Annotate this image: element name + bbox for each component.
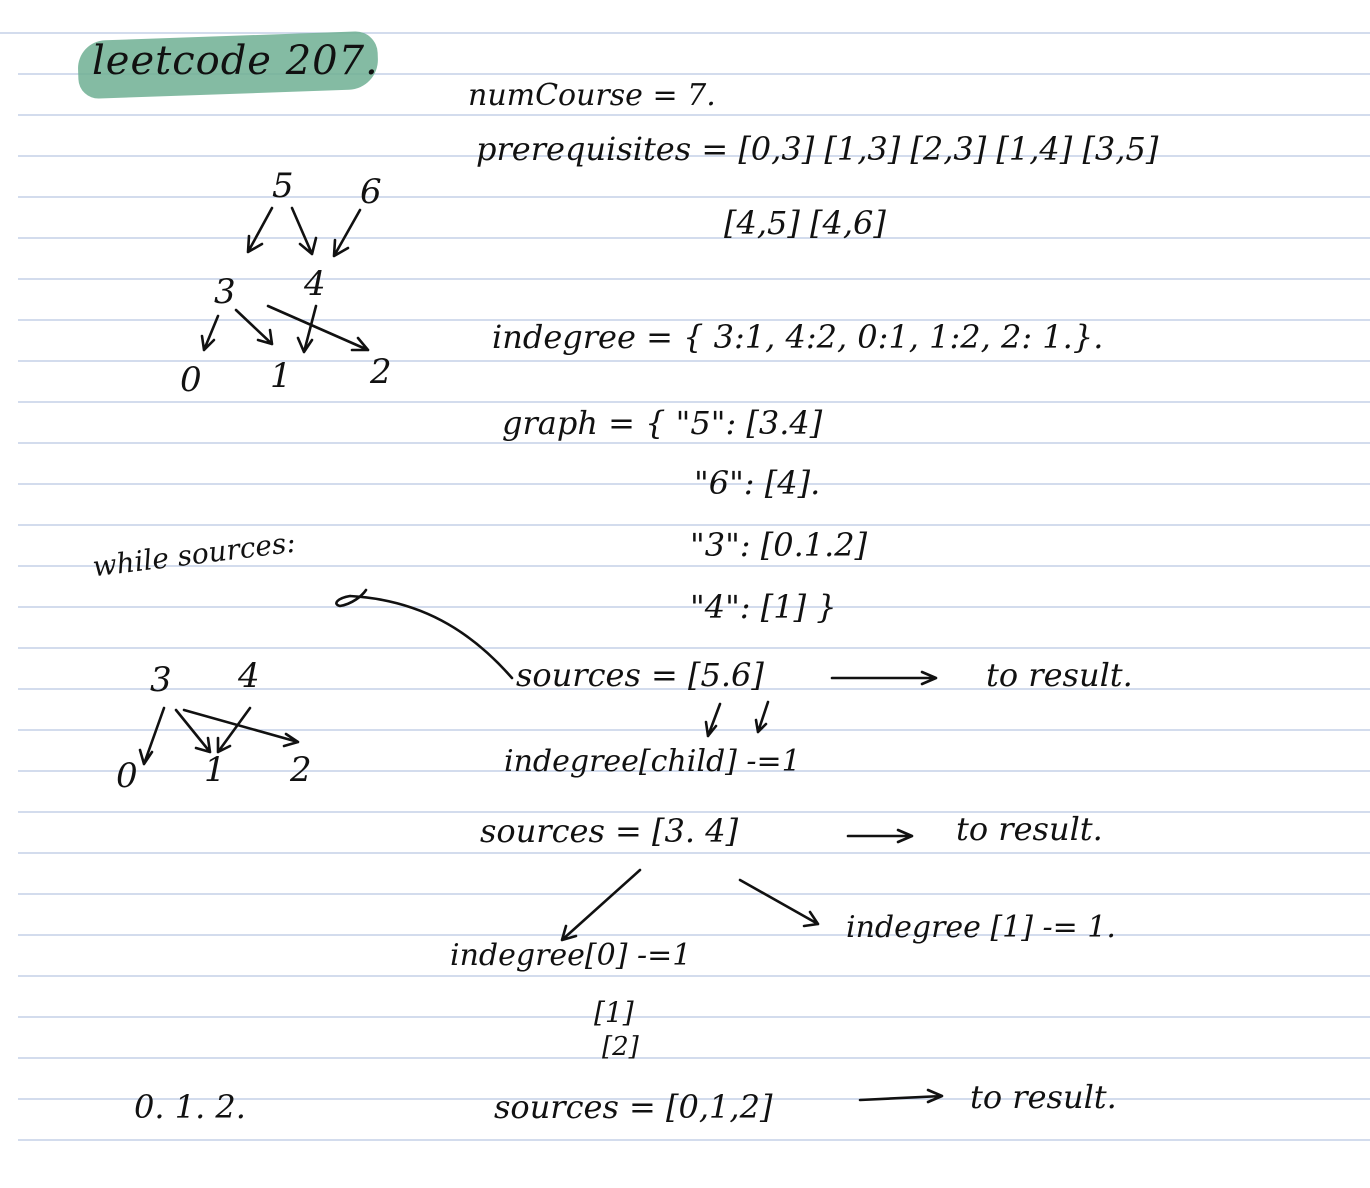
graph1-node-0: 0 <box>180 360 202 400</box>
arrow-branch-left <box>560 868 642 942</box>
edge-3-2 <box>266 304 370 352</box>
arrow-under-5 <box>704 702 722 738</box>
to-result-3: to result. <box>970 1078 1117 1116</box>
indegree-child-line: indegree[child] -=1 <box>504 744 801 779</box>
indegree-0-line: indegree[0] -=1 <box>450 938 692 973</box>
to-result-2: to result. <box>956 810 1103 848</box>
edge-3-1 <box>234 308 274 346</box>
graph1-node-5: 5 <box>272 166 294 206</box>
curved-arrow-to-while <box>335 588 514 680</box>
sources-line-2: sources = [3. 4] <box>480 812 739 850</box>
edge-3-0 <box>200 314 220 352</box>
graph2-node-2: 2 <box>290 750 312 790</box>
graph1-edges <box>200 206 370 354</box>
sources-line-1: sources = [5.6] <box>516 656 764 694</box>
edge-6-4 <box>332 208 362 258</box>
bracket-1: [1] <box>594 996 634 1029</box>
to-result-1: to result. <box>986 656 1133 694</box>
edge-4-1 <box>296 304 318 354</box>
indegree-line: indegree = { 3:1, 4:2, 0:1, 1:2, 2: 1.}. <box>492 318 1104 356</box>
arrow-to-result-2 <box>846 828 914 844</box>
edge-5-3 <box>246 206 274 254</box>
arrow-under-6 <box>754 700 770 734</box>
graph2-node-4: 4 <box>238 656 260 696</box>
bracket-2: [2] <box>602 1032 639 1062</box>
graph1-node-2: 2 <box>370 352 392 392</box>
edge2-3-1 <box>174 708 212 754</box>
graph1-node-1: 1 <box>270 356 292 396</box>
graph2-node-3: 3 <box>150 660 172 700</box>
prerequisites-line-2: [4,5] [4,6] <box>724 204 886 242</box>
graph2-node-1: 1 <box>204 750 226 790</box>
graph1-node-6: 6 <box>360 172 382 212</box>
arrow-to-result-1 <box>830 670 938 686</box>
graph-line-1: graph = { "5": [3.4] <box>502 404 823 442</box>
arrow-to-result-3 <box>858 1088 944 1104</box>
graph1-node-3: 3 <box>214 272 236 312</box>
result-list: 0. 1. 2. <box>134 1088 246 1126</box>
edge2-3-0 <box>138 706 166 766</box>
prerequisites-line-1: prerequisites = [0,3] [1,3] [2,3] [1,4] … <box>476 130 1159 168</box>
page-title: leetcode 207. <box>92 38 379 84</box>
num-course-line: numCourse = 7. <box>468 78 716 113</box>
graph1-node-4: 4 <box>304 264 326 304</box>
arrow-branch-right <box>738 878 820 928</box>
graph2-edges <box>138 706 300 766</box>
graph2-node-0: 0 <box>116 756 138 796</box>
sources-line-3: sources = [0,1,2] <box>494 1088 773 1126</box>
graph-line-2: "6": [4]. <box>694 464 821 502</box>
edge2-4-1 <box>216 706 252 754</box>
edge-5-4 <box>290 206 318 256</box>
graph-line-4: "4": [1] } <box>690 588 837 626</box>
graph-line-3: "3": [0.1.2] <box>690 526 868 564</box>
indegree-1-line: indegree [1] -= 1. <box>846 910 1116 945</box>
edge2-3-2 <box>182 708 300 748</box>
